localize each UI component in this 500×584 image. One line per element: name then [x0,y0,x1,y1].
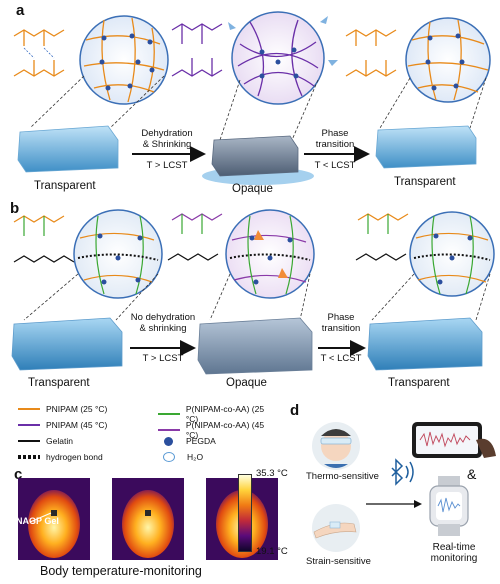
legend-item: hydrogen bond [18,452,103,462]
state-mid-a: Opaque [232,183,273,195]
recovered-network-circle [405,17,491,103]
arrow1-cond-b: T > LCST [142,353,184,364]
state-right-b: Transparent [388,377,450,389]
gel-transparent-a-right [375,125,477,169]
gel-transparent-a-left [17,125,119,173]
arrow2-cond-a: T < LCST [314,160,356,171]
legend-item: PNIPAM (45 °C) [18,420,107,430]
legend-item: Gelatin [18,436,73,446]
bluetooth-icon [391,458,414,486]
panel-a-label: a [16,2,25,19]
panel-c-label: c [14,466,23,483]
legend-item: P(NIPAM-co-AA) (45 °C) [158,420,278,440]
legend-item: P(NIPAM-co-AA) (25 °C) [158,404,278,424]
arrow1-label-a: Dehydration& Shrinking [141,128,193,150]
arrow2-cond-b: T < LCST [320,353,362,364]
panel-d-illustration [312,422,496,552]
state-mid-b: Opaque [226,377,267,389]
panel-d-label: d [290,402,300,419]
gel-opaque-a-mid [202,135,314,185]
state-right-a: Transparent [394,176,456,188]
panel-c-caption: Body temperature-monitoring [40,564,202,578]
water-icon [163,452,175,462]
panel-a-illustration [13,11,491,185]
gel-label: NAGP Gel [16,516,59,526]
scale-max: 35.3 °C [256,468,288,479]
legend-item: H₂O [158,452,203,462]
network-zoom-circle [79,15,169,105]
pnipam-structure-left [13,29,65,77]
panel-b-label: b [10,200,20,217]
thermo-sensitive-label: Thermo-sensitive [306,471,379,482]
state-left-a: Transparent [34,180,96,192]
panel-b-illustration [11,209,495,375]
temperature-scale-bar [238,474,252,552]
gel-opaque-b-mid [197,317,313,375]
gel-transparent-b-right [367,317,483,371]
ampersand: & [467,466,477,482]
state-left-b: Transparent [28,377,90,389]
gel-transparent-b-left [11,317,123,371]
scale-min: 19.1 °C [256,546,288,557]
thermal-images [18,478,278,560]
legend-item: PNIPAM (25 °C) [18,404,107,414]
arrow1-cond-a: T > LCST [146,160,188,171]
shrunk-network-circle [231,11,325,105]
arrow1-label-b: No dehydration& shrinking [130,312,196,334]
legend-item: PEGDA [158,436,216,446]
strain-sensitive-label: Strain-sensitive [306,556,371,567]
